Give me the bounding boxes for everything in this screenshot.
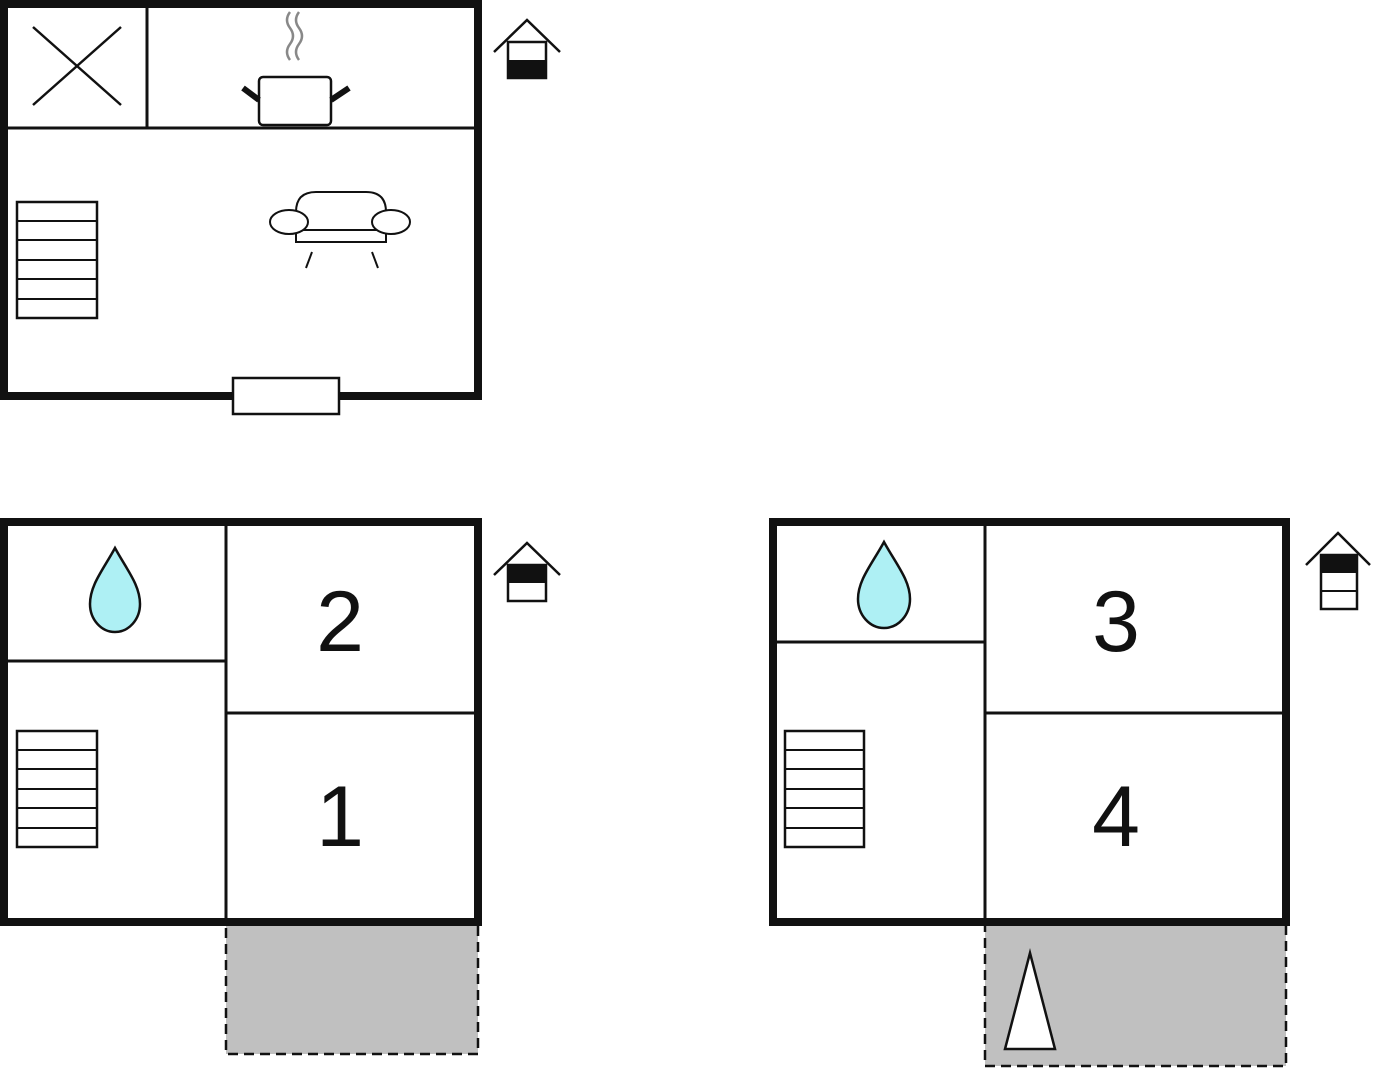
room-number-4: 4 <box>1092 769 1140 865</box>
stairs-icon <box>15 729 99 849</box>
sofa-icon <box>269 191 411 269</box>
tree-icon <box>1003 948 1057 1051</box>
ground-floor-plan <box>0 0 561 416</box>
water-drop-icon <box>856 539 912 630</box>
first-floor-plan: 2 1 <box>0 518 561 1056</box>
cooking-pot-icon <box>241 11 351 127</box>
room-number-1: 1 <box>316 769 364 865</box>
second-floor-outline <box>769 518 1290 926</box>
floor-indicator-first-icon <box>493 541 561 603</box>
floor-indicator-second-icon <box>1305 531 1371 611</box>
stairs-icon <box>783 729 866 849</box>
first-floor-outline <box>0 518 482 926</box>
terrace-area <box>224 920 480 1056</box>
entrance-door-icon <box>231 376 341 416</box>
stairs-icon <box>15 200 99 320</box>
water-drop-icon <box>88 545 142 634</box>
second-floor-plan: 3 4 <box>769 518 1371 1068</box>
room-number-2: 2 <box>316 574 364 670</box>
cross-icon <box>32 26 122 106</box>
room-number-3: 3 <box>1092 574 1140 670</box>
floor-indicator-ground-icon <box>493 18 561 80</box>
